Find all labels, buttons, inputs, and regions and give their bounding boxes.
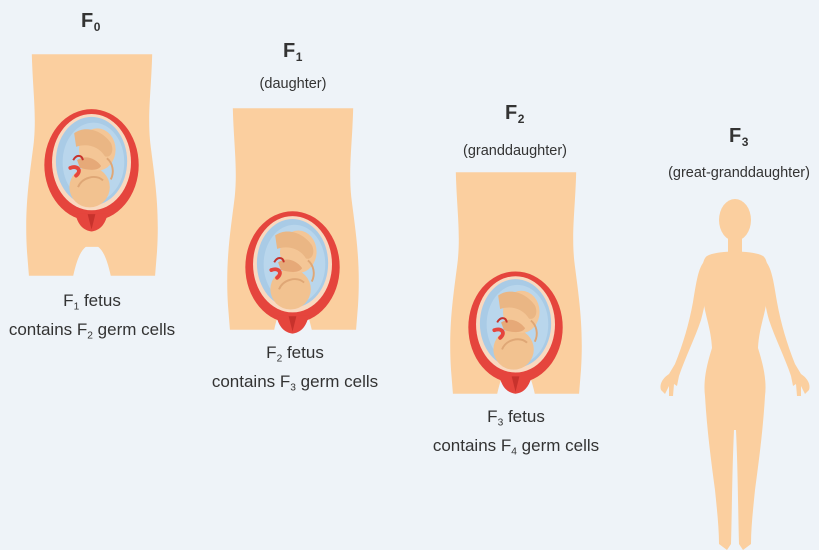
- generation-letter: F: [505, 102, 518, 124]
- generation-letter: F: [729, 125, 742, 147]
- generation-letter: F: [283, 40, 296, 62]
- generation-subscript: 2: [518, 112, 525, 126]
- caption-f1: F2 fetus contains F3 germ cells: [203, 342, 387, 399]
- caption-line-2: contains F4 germ cells: [424, 435, 608, 464]
- pregnant-torso-f1: [228, 104, 358, 334]
- caption-f0: F1 fetus contains F2 germ cells: [0, 290, 184, 347]
- caption-f2: F3 fetus contains F4 germ cells: [424, 406, 608, 463]
- relation-label-f3: (great-granddaughter): [656, 165, 819, 181]
- generation-label-f1: F1: [268, 40, 318, 64]
- generation-letter: F: [81, 10, 94, 32]
- caption-line-2: contains F3 germ cells: [203, 371, 387, 400]
- generation-subscript: 3: [742, 135, 749, 149]
- caption-line-1: F2 fetus: [203, 342, 387, 371]
- woman-silhouette-f3: [655, 198, 815, 550]
- generation-label-f3: F3: [714, 125, 764, 149]
- relation-label-f2: (granddaughter): [445, 143, 585, 159]
- caption-line-1: F1 fetus: [0, 290, 184, 319]
- pregnant-torso-f2: [451, 168, 581, 398]
- caption-line-2: contains F2 germ cells: [0, 319, 184, 348]
- generation-subscript: 1: [296, 50, 303, 64]
- relation-label-f1: (daughter): [233, 76, 353, 92]
- caption-line-1: F3 fetus: [424, 406, 608, 435]
- generation-label-f0: F0: [66, 10, 116, 34]
- generation-label-f2: F2: [490, 102, 540, 126]
- generation-subscript: 0: [94, 20, 101, 34]
- pregnant-torso-f0: [27, 50, 157, 280]
